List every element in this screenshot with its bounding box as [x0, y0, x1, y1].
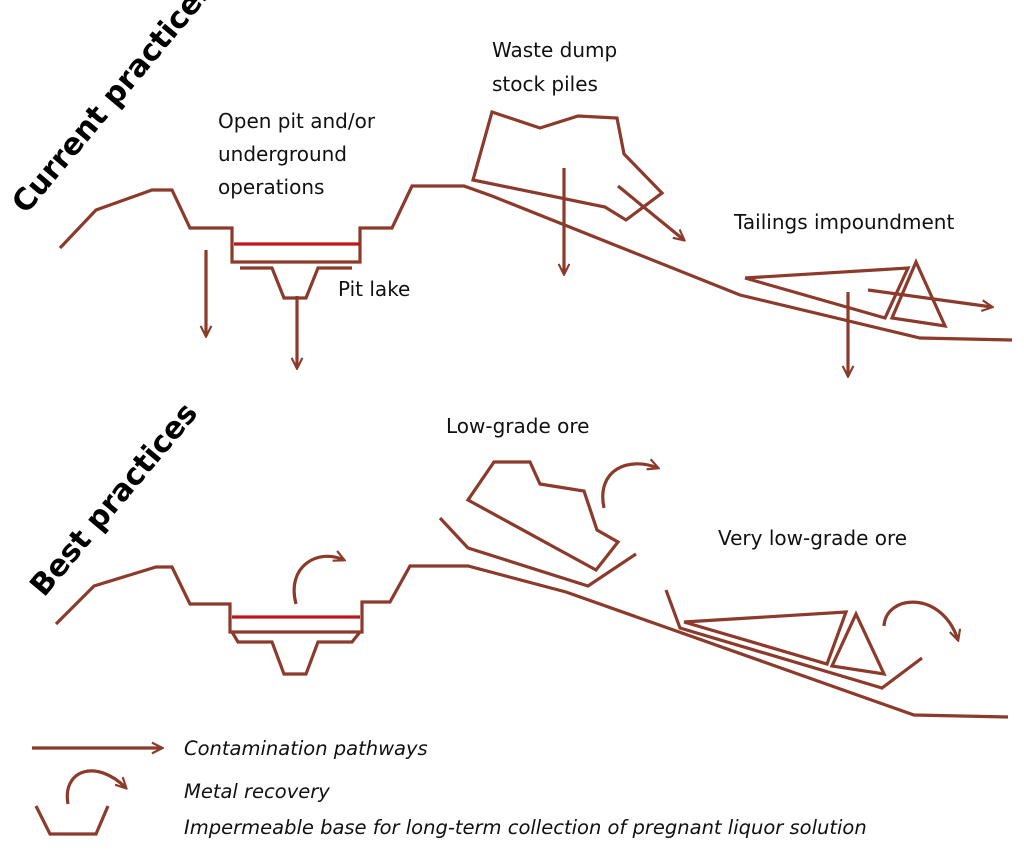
metal-recovery-arrow-icon	[882, 600, 958, 640]
legend-impermeable-base-label: Impermeable base for long-term collectio…	[184, 816, 867, 839]
current-landscape	[58, 184, 1013, 342]
very-low-grade-ore-label: Very low-grade ore	[718, 526, 907, 550]
tailings-label: Tailings impoundment	[733, 210, 954, 234]
metal-recovery-arrows	[292, 464, 958, 640]
open-pit-label-line-2: underground	[218, 142, 347, 166]
tailings-impoundment	[744, 258, 948, 329]
low-grade-impermeable-liner	[438, 516, 637, 588]
contamination-arrow-icon	[616, 184, 684, 240]
very-low-grade-ore-heap	[664, 589, 923, 690]
waste-dump-shape	[470, 109, 665, 222]
low-grade-ore-shape	[465, 460, 621, 573]
metal-recovery-arrow-icon	[601, 464, 658, 509]
metal-recovery-arrow-icon	[65, 769, 126, 805]
legend: Contamination pathways Metal recovery Im…	[32, 737, 867, 839]
metal-recovery-arrow-icon	[292, 556, 344, 605]
very-low-grade-impermeable-liner	[664, 589, 923, 690]
best-practices-title: Best practices	[23, 396, 205, 603]
open-pit-label-line-1: Open pit and/or	[218, 109, 376, 133]
low-grade-ore-heap	[438, 460, 637, 588]
contamination-arrow-icon	[867, 288, 992, 307]
best-landscape	[54, 564, 1009, 719]
pit-lake-label: Pit lake	[338, 277, 410, 301]
tailings-dam-icon	[889, 258, 948, 329]
best-terrain-line	[54, 564, 1009, 719]
open-pit-label-line-3: operations	[218, 175, 324, 199]
low-grade-ore-label: Low-grade ore	[446, 414, 589, 438]
waste-dump-label-line-1: Waste dump	[492, 38, 617, 62]
current-contamination-arrows	[206, 168, 992, 376]
best-pit-lake-basin	[230, 631, 362, 676]
legend-metal-recovery-label: Metal recovery	[184, 780, 330, 803]
impermeable-base-icon	[34, 805, 110, 836]
very-low-grade-dam-icon	[829, 610, 887, 677]
waste-dump-label-line-2: stock piles	[492, 72, 598, 96]
legend-contamination-label: Contamination pathways	[184, 737, 428, 760]
very-low-grade-triangle-icon	[683, 610, 849, 666]
current-practices-title: Current practices	[5, 0, 221, 220]
current-pit-lake-basin	[240, 266, 352, 300]
